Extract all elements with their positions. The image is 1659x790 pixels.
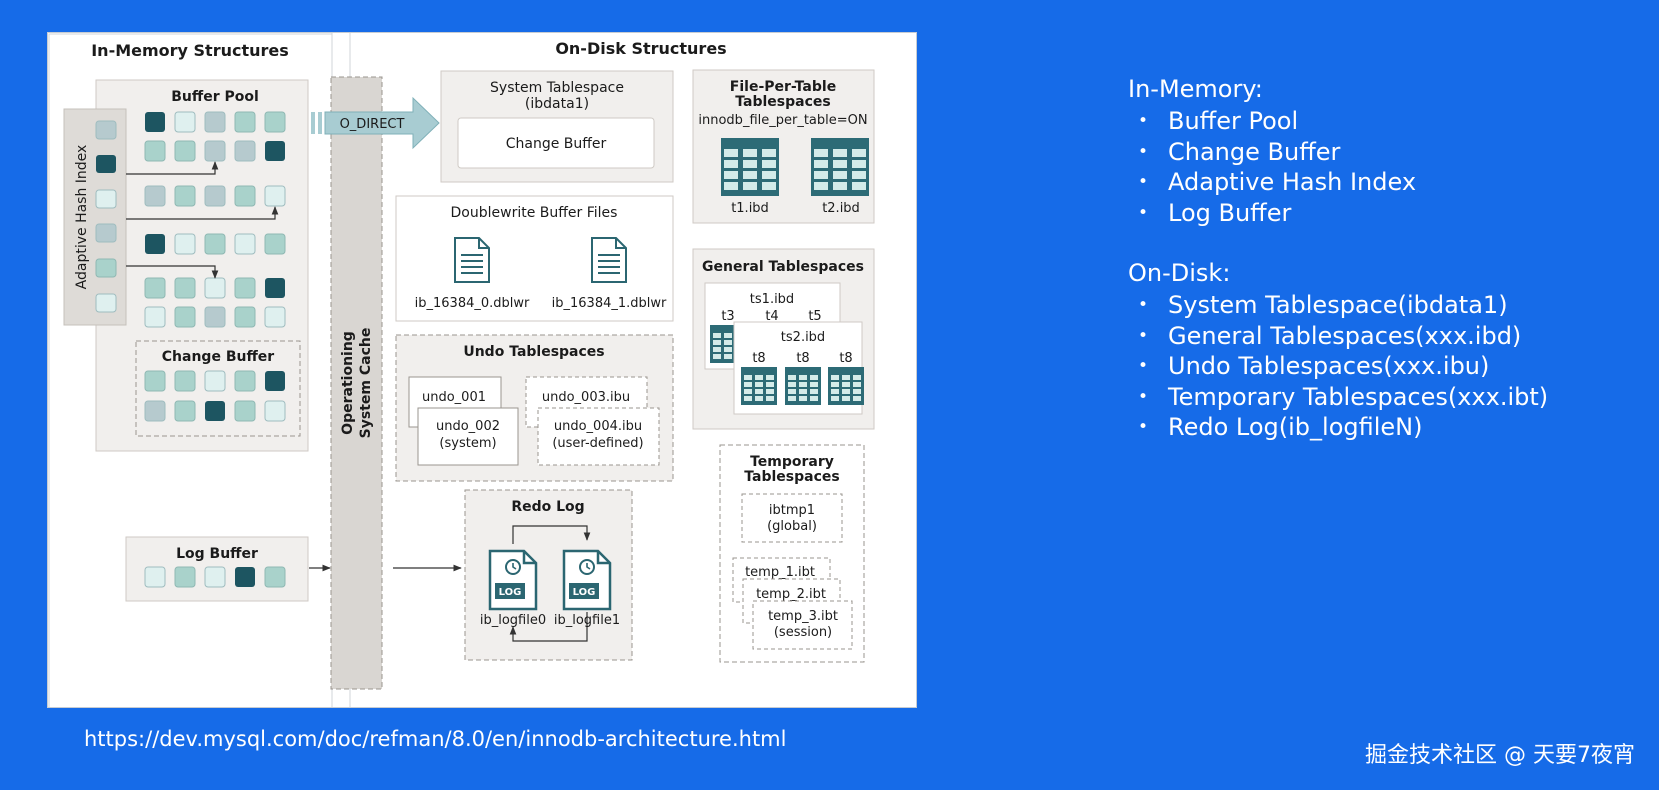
watermark-credit: 掘金技术社区 @ 天要7夜宵 [1365, 743, 1635, 768]
side-notes: In-Memory: Buffer Pool Change Buffer Ada… [1128, 74, 1648, 473]
hash-index-entries [95, 120, 117, 313]
on-disk-item: Redo Log(ib_logfileN) [1128, 412, 1648, 443]
undo-title: Undo Tablespaces [463, 344, 604, 360]
temp-3-note: (session) [774, 625, 832, 640]
change-buffer-pages [144, 370, 286, 422]
file-per-table-setting: innodb_file_per_table=ON [698, 113, 867, 128]
t2-file-label: t2.ibd [822, 201, 860, 216]
ts1-table-c: t5 [808, 309, 821, 324]
system-tablespace-file: (ibdata1) [525, 96, 589, 112]
t2-table-icon [811, 138, 869, 196]
undo-001-label: undo_001 [422, 390, 486, 405]
buffer-pool-pages [144, 111, 286, 328]
in-memory-heading: In-Memory: [1128, 75, 1263, 103]
innodb-architecture-diagram: In-Memory Structures On-Disk Structures … [47, 32, 917, 708]
ib-logfile1-icon [562, 549, 612, 611]
temp-1-label: temp_1.ibt [745, 565, 815, 580]
ts2-table-icon-b [785, 367, 821, 405]
ts2-table-b: t8 [796, 351, 809, 366]
logfile0-icon-text: LOG [499, 587, 522, 598]
adaptive-hash-index-label: Adaptive Hash Index [74, 145, 90, 290]
hash-index-arrows [126, 161, 279, 279]
log-buffer-pages [144, 566, 286, 588]
in-memory-title: In-Memory Structures [91, 41, 289, 60]
system-change-buffer-label: Change Buffer [506, 136, 607, 152]
os-cache-panel [330, 76, 383, 690]
redo-file1-label: ib_logfile1 [554, 613, 620, 628]
buffer-pool-title: Buffer Pool [171, 89, 259, 105]
in-memory-item: Adaptive Hash Index [1128, 167, 1648, 198]
log-buffer-title: Log Buffer [176, 546, 258, 562]
on-disk-heading: On-Disk: [1128, 259, 1231, 287]
ibtmp1-label: ibtmp1 [769, 503, 815, 518]
ts2-file-label: ts2.ibd [781, 330, 825, 345]
system-change-buffer-box [457, 117, 655, 169]
temp-3-label: temp_3.ibt [768, 609, 838, 624]
doublewrite-file0: ib_16384_0.dblwr [415, 296, 530, 311]
ib-logfile0-icon [488, 549, 538, 611]
temp-2-label: temp_2.ibt [756, 587, 826, 602]
o-direct-label: O_DIRECT [340, 117, 405, 132]
t1-table-icon [721, 138, 779, 196]
in-memory-item: Buffer Pool [1128, 106, 1648, 137]
undo-004-label: undo_004.ibu [554, 419, 642, 434]
temporary-title: Temporary [750, 454, 834, 470]
on-disk-title: On-Disk Structures [555, 39, 726, 58]
ts1-file-label: ts1.ibd [750, 292, 794, 307]
general-tablespaces-title: General Tablespaces [702, 259, 864, 275]
ibtmp1-note: (global) [767, 519, 817, 534]
ibtmp1-box [741, 493, 843, 543]
temp-3-box [752, 600, 853, 650]
o-direct-arrow [311, 96, 440, 150]
in-memory-item: Log Buffer [1128, 198, 1648, 229]
ts2-table-a: t8 [752, 351, 765, 366]
os-cache-label-line2: System Cache [358, 328, 374, 439]
on-disk-item: System Tablespace(ibdata1) [1128, 290, 1648, 321]
doublewrite-file1: ib_16384_1.dblwr [552, 296, 667, 311]
ts1-table-b: t4 [765, 309, 778, 324]
on-disk-item: Temporary Tablespaces(xxx.ibt) [1128, 382, 1648, 413]
system-tablespace-title: System Tablespace [490, 80, 624, 96]
file-per-table-subtitle: Tablespaces [735, 94, 830, 110]
in-memory-list: Buffer Pool Change Buffer Adaptive Hash … [1128, 106, 1648, 228]
adaptive-hash-index-panel [63, 108, 127, 326]
ts2-table-c: t8 [839, 351, 852, 366]
diagram-canvas: In-Memory Structures On-Disk Structures … [48, 33, 875, 707]
on-disk-item: General Tablespaces(xxx.ibd) [1128, 321, 1648, 352]
dblwr0-file-icon [454, 237, 490, 283]
undo-002-label: undo_002 [436, 419, 500, 434]
t1-file-label: t1.ibd [731, 201, 769, 216]
logfile1-icon-text: LOG [573, 587, 596, 598]
temporary-subtitle: Tablespaces [744, 469, 839, 485]
undo-002-note: (system) [439, 436, 496, 451]
change-buffer-title: Change Buffer [162, 349, 275, 365]
undo-002-box [417, 407, 519, 466]
dblwr1-file-icon [591, 237, 627, 283]
ts1-table-a: t3 [721, 309, 734, 324]
on-disk-item: Undo Tablespaces(xxx.ibu) [1128, 351, 1648, 382]
in-memory-item: Change Buffer [1128, 137, 1648, 168]
doublewrite-title: Doublewrite Buffer Files [451, 205, 618, 221]
undo-003-label: undo_003.ibu [542, 390, 630, 405]
redo-file0-label: ib_logfile0 [480, 613, 546, 628]
source-url: https://dev.mysql.com/doc/refman/8.0/en/… [84, 727, 787, 751]
ts2-table-icon-a [741, 367, 777, 405]
undo-004-box [537, 407, 660, 466]
on-disk-list: System Tablespace(ibdata1) General Table… [1128, 290, 1648, 443]
redo-title: Redo Log [511, 499, 584, 515]
redo-cycle-arrows [509, 525, 591, 642]
undo-004-note: (user-defined) [552, 436, 643, 451]
ts2-table-icon-c [828, 367, 864, 405]
file-per-table-title: File-Per-Table [730, 79, 836, 95]
os-cache-label-line1: Operationing [340, 331, 356, 435]
